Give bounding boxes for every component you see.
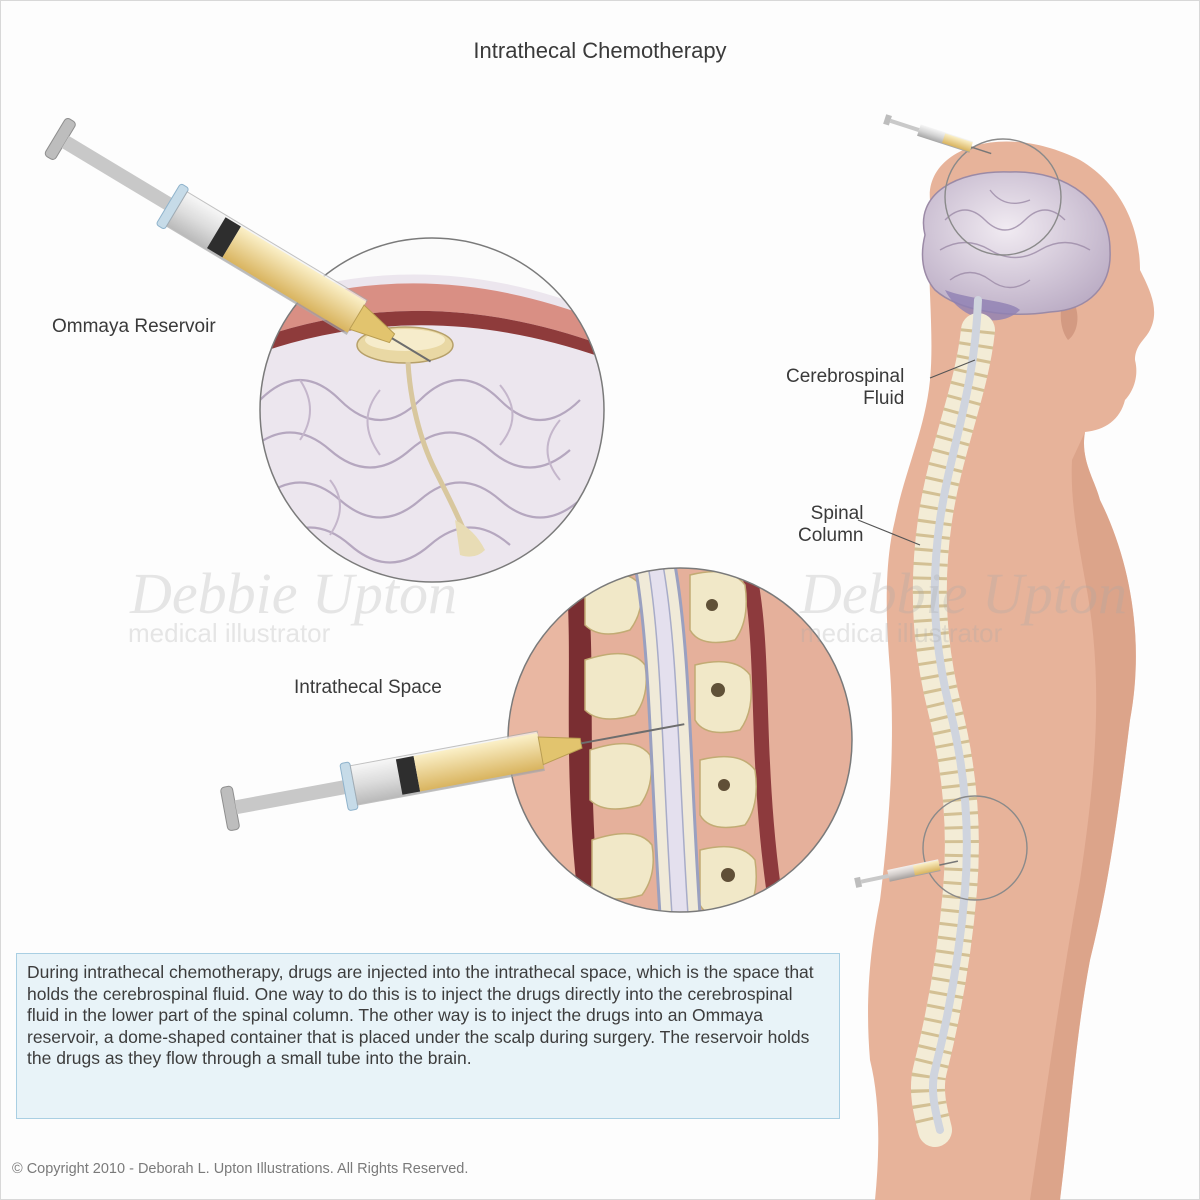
intrathecal-syringe bbox=[220, 723, 685, 831]
label-spinal-column: Spinal Column bbox=[798, 503, 864, 546]
human-figure bbox=[854, 114, 1155, 1200]
label-ommaya-reservoir: Ommaya Reservoir bbox=[52, 316, 216, 337]
description-box: During intrathecal chemotherapy, drugs a… bbox=[16, 953, 840, 1119]
ommaya-syringe bbox=[44, 118, 432, 363]
label-intrathecal-space: Intrathecal Space bbox=[294, 677, 442, 698]
copyright: © Copyright 2010 - Deborah L. Upton Illu… bbox=[12, 1161, 469, 1177]
diagram-title: Intrathecal Chemotherapy bbox=[473, 38, 727, 63]
label-cerebrospinal-fluid: Cerebrospinal Fluid bbox=[786, 366, 905, 409]
